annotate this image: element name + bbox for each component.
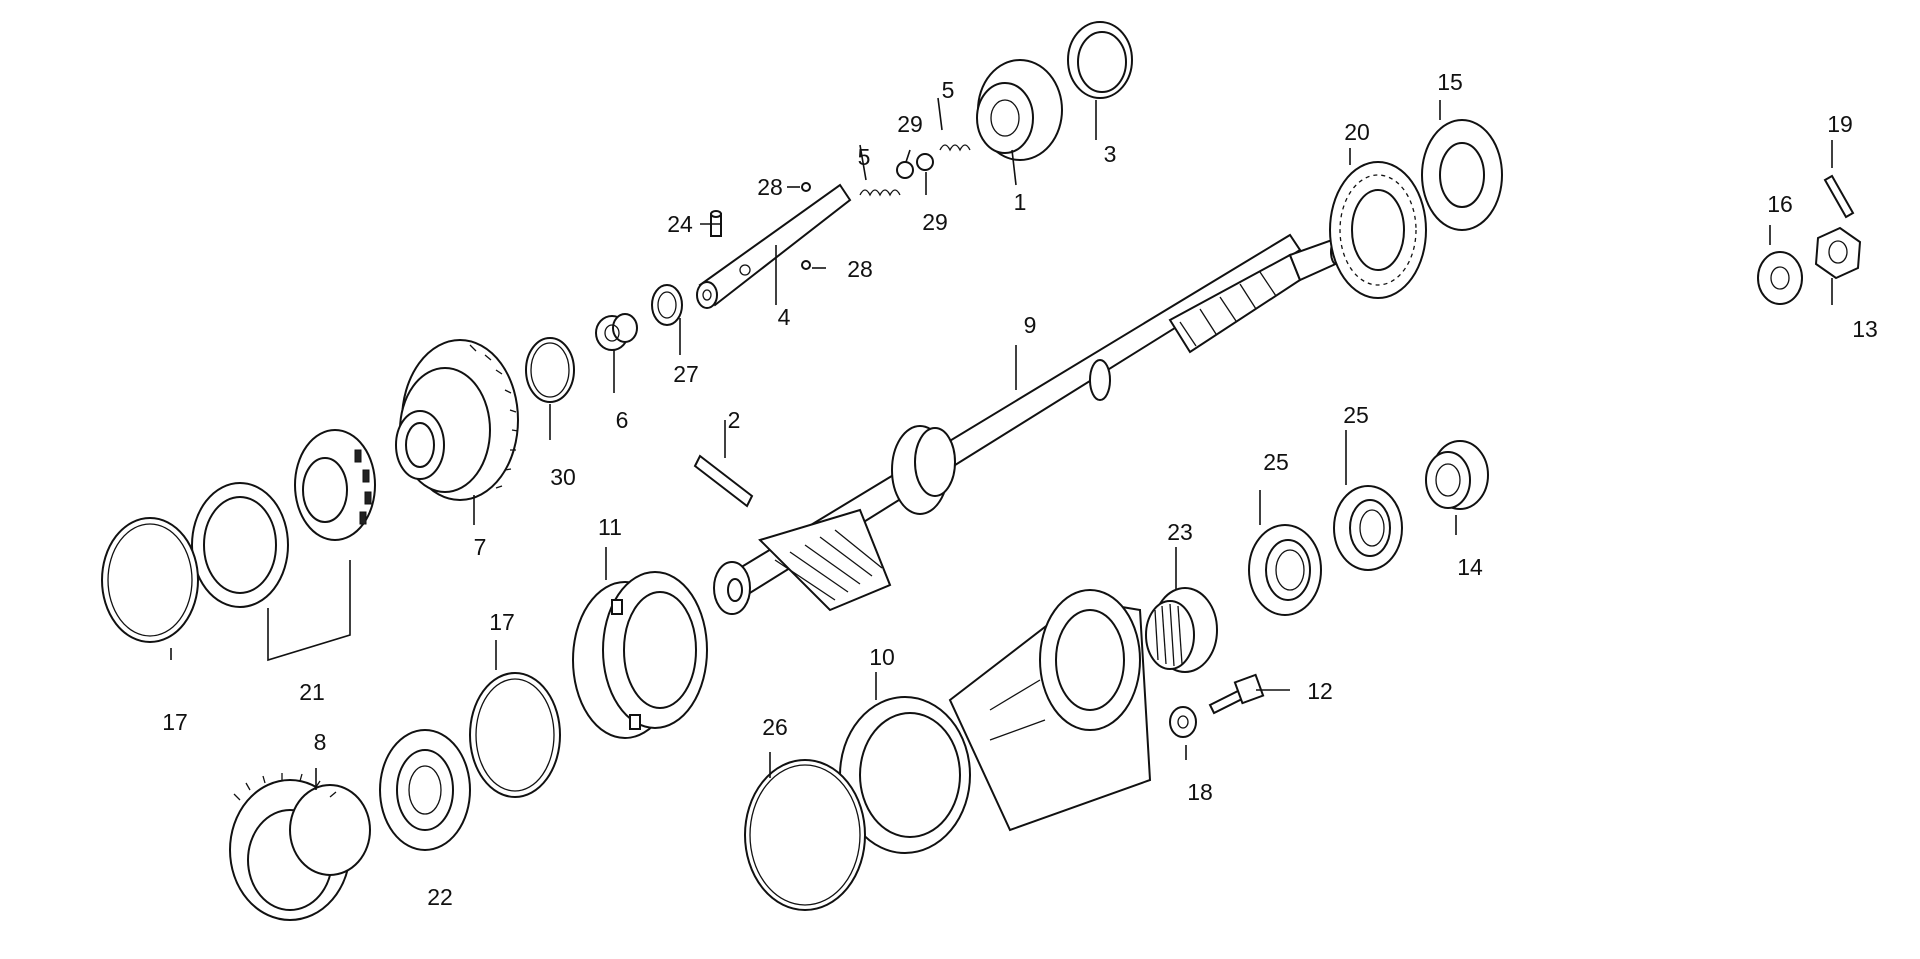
callout-18: 18 — [1187, 779, 1213, 805]
part-17-ring-left — [101, 517, 199, 643]
callout-19: 19 — [1827, 111, 1853, 137]
part-18-washer — [1169, 706, 1197, 738]
callout-4: 4 — [778, 304, 791, 330]
callout-5b: 5 — [942, 77, 955, 103]
part-25-seal-2 — [1333, 485, 1403, 571]
callout-15: 15 — [1437, 69, 1463, 95]
callout-25a: 25 — [1263, 449, 1289, 475]
part-24-pin — [710, 210, 722, 237]
callout-13: 13 — [1852, 316, 1878, 342]
callout-11: 11 — [598, 514, 622, 540]
callout-23: 23 — [1167, 519, 1193, 545]
part-6-plunger — [595, 313, 638, 351]
callout-7: 7 — [474, 534, 487, 560]
callout-21: 21 — [299, 679, 325, 705]
callout-12: 12 — [1307, 678, 1333, 704]
part-14-bushing — [1425, 440, 1489, 510]
part-25-seal-1 — [1248, 524, 1322, 616]
part-3-ring — [1067, 21, 1133, 99]
part-29-ball-b — [916, 153, 934, 171]
callout-labels: 1 3 2 4 5 5 6 7 8 9 10 11 12 13 14 15 16… — [162, 69, 1878, 910]
callout-22: 22 — [427, 884, 453, 910]
part-10-housing — [839, 589, 1152, 854]
callout-14: 14 — [1457, 554, 1483, 580]
part-12-bolt — [1208, 673, 1265, 715]
part-26-o-ring — [744, 759, 866, 911]
callout-29a: 29 — [897, 111, 923, 137]
part-4-shift-rod — [696, 183, 852, 309]
callout-25b: 25 — [1343, 402, 1369, 428]
part-28-pin-b — [801, 260, 811, 270]
part-17-ring-center — [469, 672, 561, 798]
callout-2: 2 — [728, 407, 741, 433]
callout-3: 3 — [1104, 141, 1117, 167]
callout-10: 10 — [869, 644, 895, 670]
callout-17a: 17 — [162, 709, 188, 735]
callout-5a: 5 — [858, 144, 871, 170]
part-30-ring — [525, 337, 575, 403]
part-9-shaft — [713, 233, 1342, 615]
callout-16: 16 — [1767, 191, 1793, 217]
callout-26: 26 — [762, 714, 788, 740]
part-15-washer — [1421, 119, 1503, 231]
part-27-ring — [651, 284, 683, 326]
part-5-spring-b — [939, 144, 971, 152]
callout-24: 24 — [667, 211, 693, 237]
part-16-washer — [1757, 251, 1803, 305]
part-28-pin-a — [801, 182, 811, 192]
callout-8: 8 — [314, 729, 327, 755]
part-23-needle-bearing — [1145, 587, 1218, 673]
callout-27: 27 — [673, 361, 699, 387]
part-20-thrust-bearing — [1329, 161, 1427, 299]
callout-1: 1 — [1014, 189, 1027, 215]
callout-28a: 28 — [757, 174, 783, 200]
callout-28b: 28 — [847, 256, 873, 282]
part-29-ball-a — [896, 161, 914, 179]
leader-lines — [170, 97, 1833, 790]
callout-17b: 17 — [489, 609, 515, 635]
callout-9: 9 — [1024, 312, 1037, 338]
callout-30: 30 — [550, 464, 576, 490]
part-8-bevel-gear — [229, 773, 371, 921]
callout-20: 20 — [1344, 119, 1370, 145]
part-1-clutch — [976, 59, 1063, 161]
part-22-bearing — [379, 729, 471, 851]
callout-6: 6 — [616, 407, 629, 433]
part-2-pin — [693, 454, 754, 508]
part-21-bearing — [191, 429, 376, 608]
callout-29b: 29 — [922, 209, 948, 235]
part-11-collar — [572, 571, 708, 739]
part-19-cotter-pin — [1823, 174, 1855, 219]
part-5-spring-a — [859, 189, 901, 197]
part-7-bevel-gear — [395, 339, 519, 501]
part-13-nut — [1814, 226, 1862, 280]
